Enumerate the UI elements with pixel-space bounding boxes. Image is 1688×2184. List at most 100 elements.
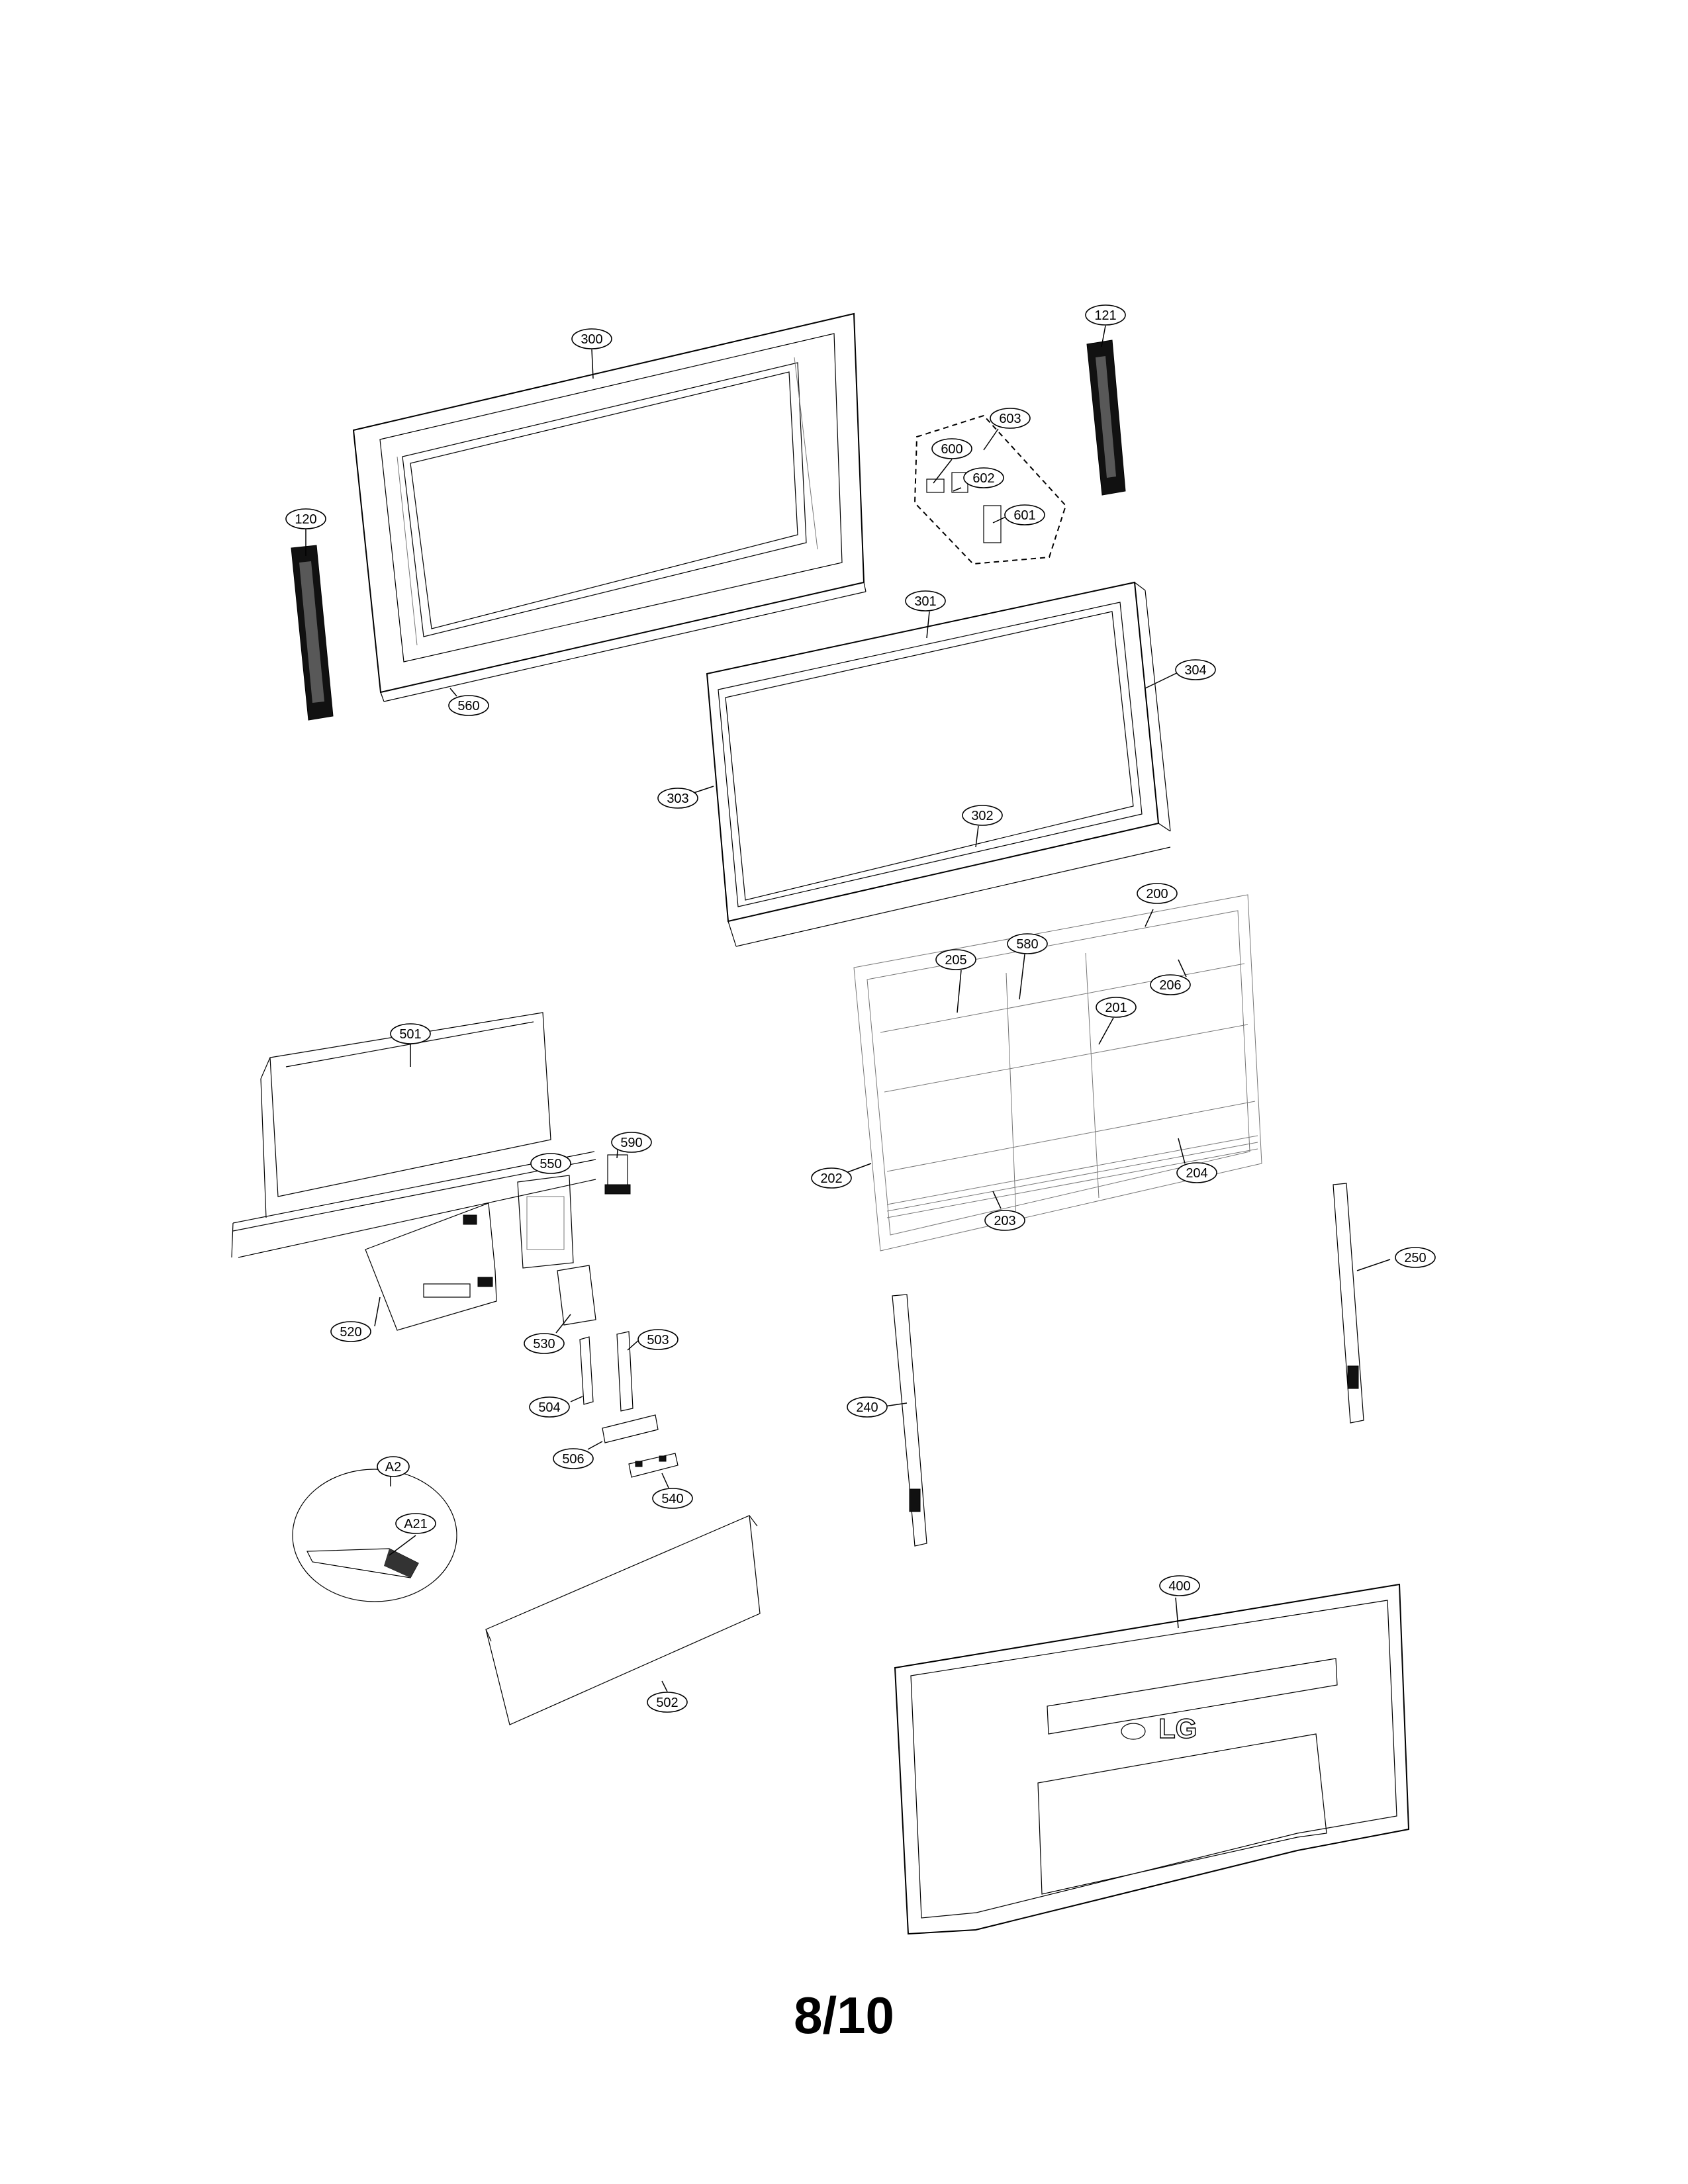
callout-bubble bbox=[530, 1153, 571, 1174]
callout-text: 560 bbox=[457, 699, 479, 713]
callout-bubble bbox=[553, 1448, 594, 1469]
callout-580: 580 bbox=[1007, 933, 1048, 954]
callout-600: 600 bbox=[931, 438, 972, 459]
callout-603: 603 bbox=[990, 408, 1031, 429]
right-speaker-part bbox=[1086, 340, 1126, 496]
callout-206: 206 bbox=[1150, 974, 1191, 995]
callout-bubble bbox=[1007, 933, 1048, 954]
callout-560: 560 bbox=[448, 695, 489, 716]
back-cover-part bbox=[894, 1583, 1410, 1935]
callout-text: 530 bbox=[533, 1337, 555, 1351]
callout-bubble bbox=[990, 408, 1031, 429]
callout-bubble bbox=[330, 1321, 371, 1342]
callout-text: 240 bbox=[856, 1400, 878, 1415]
callout-text: 580 bbox=[1016, 937, 1038, 952]
callout-bubble bbox=[377, 1456, 410, 1477]
callout-text: A2 bbox=[385, 1460, 401, 1475]
callout-120: 120 bbox=[285, 508, 326, 529]
callout-text: 200 bbox=[1146, 887, 1168, 901]
callout-bubble bbox=[390, 1023, 431, 1044]
callout-bubble bbox=[637, 1329, 679, 1350]
callout-text: 205 bbox=[945, 953, 966, 968]
callout-a2: A2 bbox=[377, 1456, 410, 1477]
callout-text: 203 bbox=[994, 1214, 1015, 1228]
callout-bubble bbox=[1085, 304, 1126, 326]
callout-540: 540 bbox=[652, 1488, 693, 1509]
callout-text: 602 bbox=[972, 471, 994, 486]
callout-bubble bbox=[963, 467, 1004, 488]
front-bezel-part bbox=[352, 312, 867, 702]
callout-506: 506 bbox=[553, 1448, 594, 1469]
shield-plate-part bbox=[517, 1175, 574, 1269]
callout-530: 530 bbox=[524, 1333, 565, 1354]
callout-502: 502 bbox=[647, 1692, 688, 1713]
plasma-panel-part bbox=[853, 894, 1262, 1251]
callout-204: 204 bbox=[1176, 1162, 1217, 1183]
callout-text: 300 bbox=[581, 332, 602, 347]
callout-bubble bbox=[1150, 974, 1191, 995]
callout-text: 400 bbox=[1168, 1579, 1190, 1594]
callout-203: 203 bbox=[984, 1210, 1025, 1231]
callout-bubble bbox=[905, 590, 946, 612]
leader-lines bbox=[305, 325, 1391, 1692]
callout-bubble bbox=[652, 1488, 693, 1509]
connector-board-part bbox=[628, 1453, 679, 1478]
callout-text: 303 bbox=[667, 792, 688, 806]
callout-text: 302 bbox=[971, 809, 993, 823]
callout-590: 590 bbox=[611, 1132, 652, 1153]
callout-504: 504 bbox=[529, 1396, 570, 1418]
callout-bubble bbox=[1176, 1162, 1217, 1183]
callout-bubble bbox=[571, 328, 612, 349]
callout-bubble bbox=[1137, 883, 1178, 904]
callout-202: 202 bbox=[811, 1167, 852, 1189]
callout-text: 520 bbox=[340, 1325, 361, 1340]
callout-304: 304 bbox=[1175, 659, 1216, 680]
callout-303: 303 bbox=[657, 788, 698, 809]
callout-text: 540 bbox=[661, 1492, 683, 1506]
callout-bubble bbox=[657, 788, 698, 809]
callout-bubble bbox=[984, 1210, 1025, 1231]
callout-text: 204 bbox=[1186, 1166, 1207, 1181]
callout-bubble bbox=[962, 805, 1003, 826]
key-board-part bbox=[579, 1331, 633, 1412]
callout-a21: A21 bbox=[395, 1513, 436, 1534]
callout-240: 240 bbox=[847, 1396, 888, 1418]
callout-text: 503 bbox=[647, 1333, 669, 1347]
callout-400: 400 bbox=[1159, 1575, 1200, 1596]
left-stand-bracket-part bbox=[892, 1294, 927, 1547]
stand-detail-circle bbox=[292, 1469, 457, 1602]
callout-501: 501 bbox=[390, 1023, 431, 1044]
callout-bubble bbox=[395, 1513, 436, 1534]
callout-bubble bbox=[1159, 1575, 1200, 1596]
callout-text: 506 bbox=[562, 1452, 584, 1467]
callout-bubble bbox=[935, 949, 976, 970]
callout-200: 200 bbox=[1137, 883, 1178, 904]
callout-text: 501 bbox=[399, 1027, 421, 1042]
dashed-group-boundary bbox=[914, 414, 1067, 565]
ir-board-part bbox=[602, 1414, 659, 1443]
callout-bubble bbox=[285, 508, 326, 529]
callout-bubble bbox=[1175, 659, 1216, 680]
bracket-part bbox=[231, 1012, 596, 1258]
callout-bubble bbox=[1004, 504, 1045, 525]
callout-bubble bbox=[811, 1167, 852, 1189]
callout-text: 502 bbox=[656, 1696, 678, 1710]
page-number: 8/10 bbox=[794, 1986, 894, 2044]
callout-550: 550 bbox=[530, 1153, 571, 1174]
callout-text: 202 bbox=[820, 1171, 842, 1186]
callout-250: 250 bbox=[1395, 1247, 1436, 1268]
rear-bracket-part bbox=[485, 1515, 761, 1725]
callout-text: 603 bbox=[999, 412, 1021, 426]
callout-text: 201 bbox=[1105, 1001, 1127, 1015]
callout-text: A21 bbox=[404, 1517, 428, 1531]
callout-text: 121 bbox=[1094, 308, 1116, 323]
callout-bubble bbox=[529, 1396, 570, 1418]
callout-bubble bbox=[847, 1396, 888, 1418]
callout-text: 601 bbox=[1013, 508, 1035, 523]
left-speaker-part bbox=[291, 545, 334, 721]
callout-bubble bbox=[1096, 997, 1137, 1018]
callout-520: 520 bbox=[330, 1321, 371, 1342]
callout-text: 250 bbox=[1404, 1251, 1426, 1265]
callout-bubble bbox=[524, 1333, 565, 1354]
callout-bubble bbox=[611, 1132, 652, 1153]
